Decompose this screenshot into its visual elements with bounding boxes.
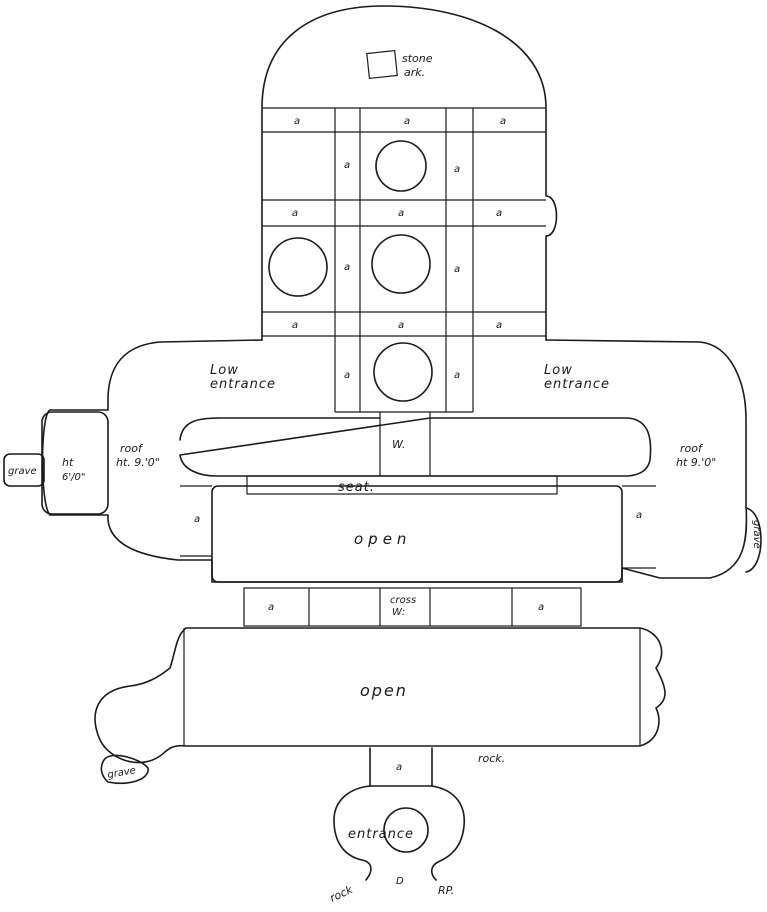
label-rock: rock. bbox=[478, 752, 505, 765]
label-grave-left: grave bbox=[8, 466, 37, 477]
grave-right bbox=[745, 507, 762, 573]
grave-left bbox=[3, 453, 45, 487]
label-roof-height-right: ht 9.'0" bbox=[676, 456, 716, 469]
label-grave-right: grave bbox=[751, 520, 762, 549]
pillar-2 bbox=[268, 237, 328, 297]
label-entrance-right: entrance bbox=[544, 377, 610, 392]
label-roof-left: roof bbox=[120, 442, 144, 455]
label-stone: stone bbox=[402, 52, 433, 65]
label-open-lower: open bbox=[360, 681, 408, 700]
grave-lower-left bbox=[100, 754, 149, 784]
aisle-label: a bbox=[454, 264, 460, 275]
entrance-pillar bbox=[383, 807, 429, 853]
label-roof-height-left: ht. 9.'0" bbox=[116, 456, 160, 469]
label-low: Low bbox=[210, 363, 239, 378]
aisle-label: a bbox=[454, 164, 460, 175]
label-door: D bbox=[396, 876, 404, 887]
label-cross-w: W: bbox=[392, 607, 405, 618]
apse-outline bbox=[261, 5, 558, 341]
label-low-right: Low bbox=[544, 363, 573, 378]
aisle-label: a bbox=[344, 262, 350, 273]
aisle-label: a bbox=[538, 602, 544, 613]
aisle-label: a bbox=[636, 510, 642, 521]
label-ht-value: 6'/0" bbox=[62, 472, 85, 483]
label-ark: ark. bbox=[404, 66, 425, 79]
aisle-label: a bbox=[500, 116, 506, 127]
seat-bench bbox=[246, 475, 558, 495]
label-w: W. bbox=[392, 438, 405, 451]
label-rock-left: rock bbox=[328, 883, 356, 905]
aisle-label: a bbox=[292, 208, 298, 219]
pillar-1 bbox=[375, 140, 427, 192]
open-court-upper bbox=[211, 485, 623, 583]
label-open-upper: open bbox=[354, 530, 411, 548]
aisle-label: a bbox=[294, 116, 300, 127]
aisle-label: a bbox=[398, 320, 404, 331]
aisle-label: a bbox=[344, 160, 350, 171]
inner-ring-outline bbox=[179, 417, 652, 477]
aisle-label: a bbox=[454, 370, 460, 381]
aisle-label: a bbox=[344, 370, 350, 381]
side-chamber-left bbox=[41, 411, 109, 515]
label-cross: cross bbox=[390, 595, 416, 606]
label-entrance-left: entrance bbox=[210, 377, 276, 392]
aisle-label: a bbox=[398, 208, 404, 219]
aisle-label: a bbox=[194, 514, 200, 525]
aisle-label: a bbox=[292, 320, 298, 331]
entrance-porch bbox=[333, 785, 465, 881]
pillar-3 bbox=[371, 234, 431, 294]
label-ht: ht bbox=[62, 456, 74, 469]
label-rock-right: RP. bbox=[438, 884, 454, 897]
stone-ark-box bbox=[366, 49, 398, 80]
cross-wall-corridor bbox=[243, 587, 582, 627]
pillar-4 bbox=[373, 342, 433, 402]
aisle-label: a bbox=[396, 762, 402, 773]
aisle-label: a bbox=[404, 116, 410, 127]
label-grave-lower: grave bbox=[107, 765, 137, 781]
label-entrance: entrance bbox=[348, 827, 414, 842]
lower-court-outline bbox=[94, 627, 666, 764]
aisle-label: a bbox=[268, 602, 274, 613]
label-seat: seat. bbox=[338, 480, 375, 495]
label-roof-right: roof bbox=[680, 442, 704, 455]
aisle-label: a bbox=[496, 208, 502, 219]
aisle-label: a bbox=[496, 320, 502, 331]
entrance-neck bbox=[369, 747, 433, 787]
middle-hall-outline bbox=[41, 339, 748, 583]
